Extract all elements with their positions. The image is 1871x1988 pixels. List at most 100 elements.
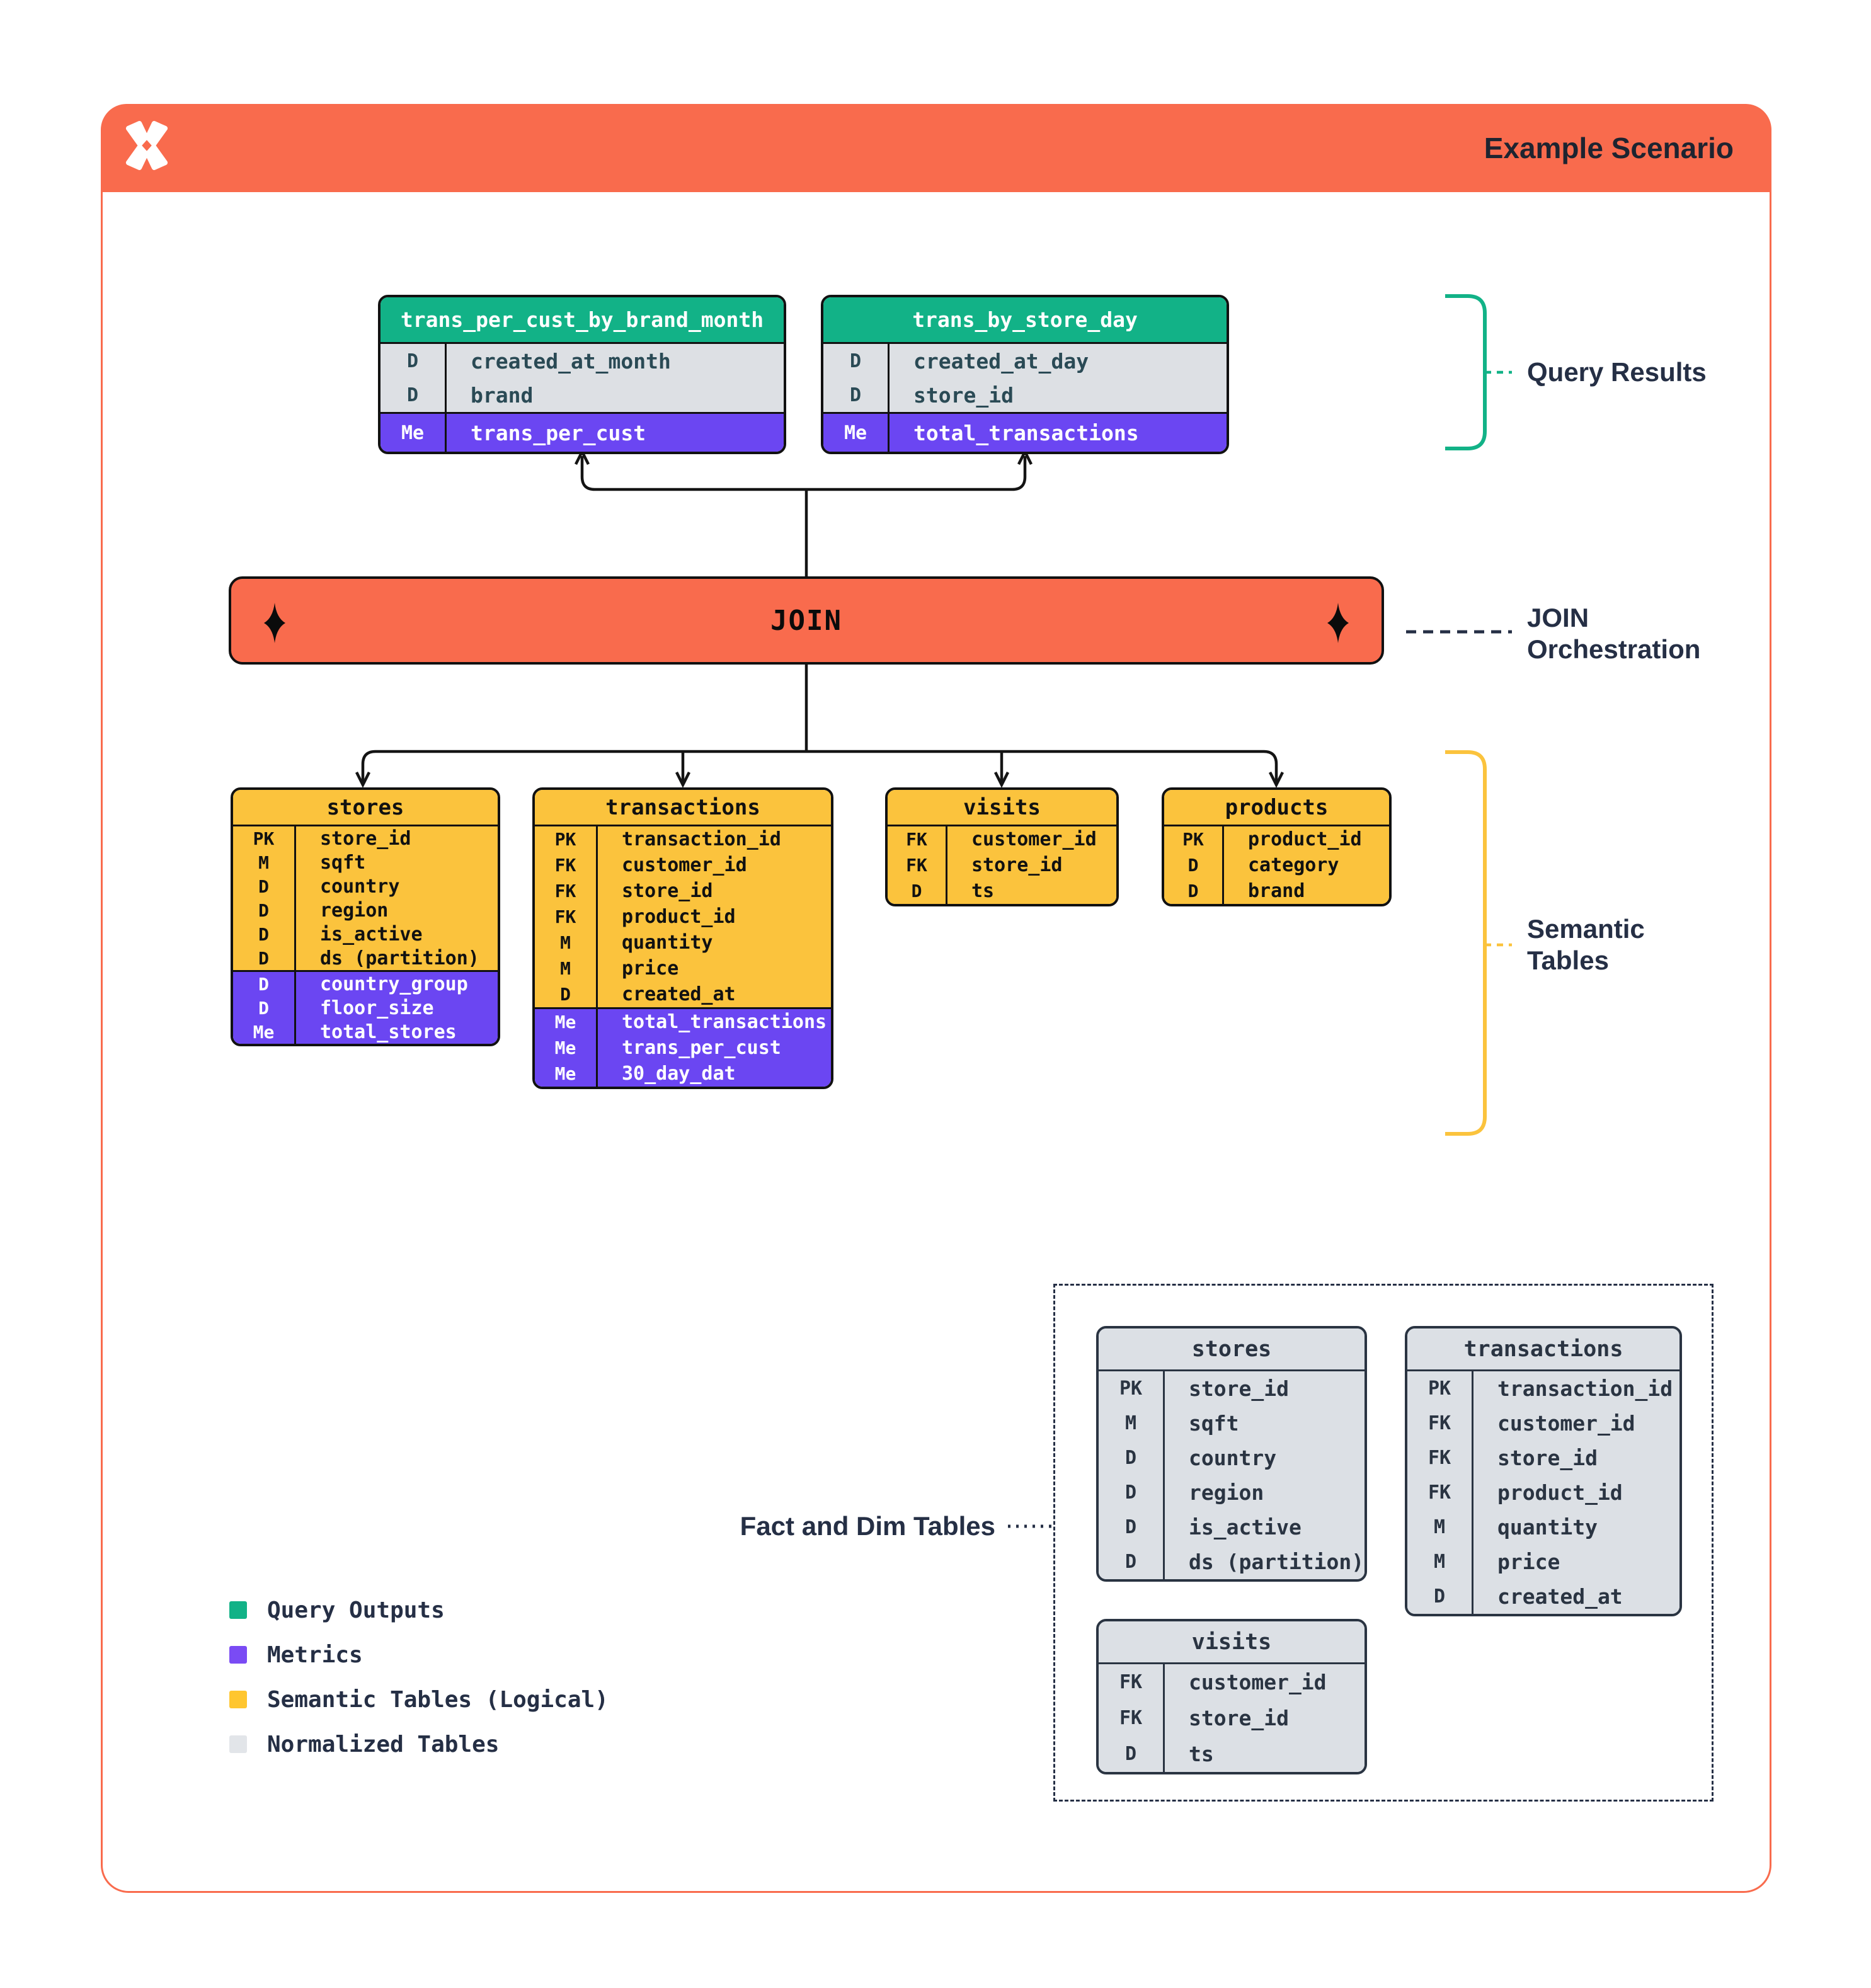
diamond-star-icon	[1327, 603, 1349, 643]
row-field-name: transaction_id	[1497, 1376, 1673, 1401]
row-type-badge: FK	[535, 852, 598, 878]
table-row: FK customer_id	[888, 826, 1116, 852]
row-type-badge: D	[1164, 852, 1224, 878]
row-field-name: country	[320, 875, 400, 898]
legend-label: Normalized Tables	[267, 1731, 500, 1757]
row-type-badge: D	[823, 344, 890, 378]
table-row: FK store_id	[535, 878, 831, 904]
card-header-bar	[101, 104, 1771, 192]
row-field-name: product_id	[1497, 1480, 1623, 1505]
row-type-badge: D	[1164, 878, 1224, 904]
diamond-star-icon	[264, 603, 285, 643]
table-header: products	[1164, 790, 1389, 826]
fact-dim-tables-label: Fact and Dim Tables	[740, 1511, 995, 1541]
row-field-name: created_at_month	[471, 348, 671, 374]
row-type-badge: PK	[1164, 826, 1224, 852]
row-type-badge: FK	[888, 826, 947, 852]
row-type-badge: FK	[1407, 1441, 1473, 1475]
join-orchestration-label-line1: JOIN	[1527, 603, 1589, 632]
row-type-badge: FK	[1407, 1406, 1473, 1441]
row-field-name: store_id	[913, 382, 1014, 408]
row-field-name: store_id	[1189, 1706, 1289, 1730]
legend-swatch	[229, 1601, 247, 1619]
table-header: transactions	[535, 790, 831, 826]
row-type-badge: M	[535, 930, 598, 956]
semantic-tables-label: Semantic Tables	[1527, 913, 1645, 976]
row-type-badge: D	[1099, 1441, 1165, 1475]
row-type-badge: D	[1099, 1545, 1165, 1579]
row-type-badge: D	[823, 378, 890, 412]
row-field-name: sqft	[1189, 1411, 1239, 1436]
row-field-name: product_id	[622, 906, 736, 928]
table-header: visits	[888, 790, 1116, 826]
row-field-name: created_at_day	[913, 348, 1089, 374]
row-type-badge: FK	[1099, 1664, 1165, 1700]
table-row: PK product_id	[1164, 826, 1389, 852]
row-field-name: customer_id	[971, 828, 1097, 850]
page-title: Example Scenario	[1484, 132, 1734, 164]
row-type-badge: Me	[233, 1020, 296, 1044]
row-field-name: quantity	[1497, 1515, 1598, 1540]
row-field-name: quantity	[622, 932, 713, 954]
row-field-name: brand	[471, 382, 534, 408]
row-type-badge: M	[535, 956, 598, 981]
row-field-name: ts	[1189, 1742, 1214, 1766]
row-field-name: created_at	[1497, 1584, 1623, 1609]
semantic-tables-label-line1: Semantic	[1527, 914, 1645, 944]
row-field-name: store_id	[1497, 1446, 1598, 1470]
legend-item: Semantic Tables (Logical)	[229, 1686, 609, 1713]
row-field-name: customer_id	[1189, 1670, 1327, 1694]
row-field-name: product_id	[1248, 828, 1362, 850]
row-field-name: store_id	[622, 880, 713, 902]
row-field-name: is_active	[320, 923, 423, 945]
row-type-badge: D	[380, 378, 447, 412]
row-type-badge: D	[233, 996, 296, 1020]
row-field-name: ds (partition)	[320, 947, 479, 969]
row-type-badge: FK	[1099, 1700, 1165, 1736]
row-type-badge: M	[233, 850, 296, 874]
row-field-name: is_active	[1189, 1515, 1302, 1540]
row-type-badge: FK	[535, 878, 598, 904]
row-type-badge: D	[1099, 1510, 1165, 1545]
row-field-name: transaction_id	[622, 828, 781, 850]
row-type-badge: D	[1099, 1475, 1165, 1510]
pinwheel-x-logo-icon	[125, 121, 168, 170]
row-type-badge: D	[380, 344, 447, 378]
row-type-badge: D	[888, 878, 947, 904]
row-field-name: region	[1189, 1480, 1264, 1505]
row-field-name: created_at	[622, 983, 736, 1005]
table-header: trans_per_cust_by_brand_month	[380, 297, 784, 344]
row-type-badge: D	[233, 922, 296, 946]
row-field-name: store_id	[1189, 1376, 1289, 1401]
table-header: visits	[1099, 1621, 1365, 1664]
legend-item: Metrics	[229, 1641, 609, 1669]
